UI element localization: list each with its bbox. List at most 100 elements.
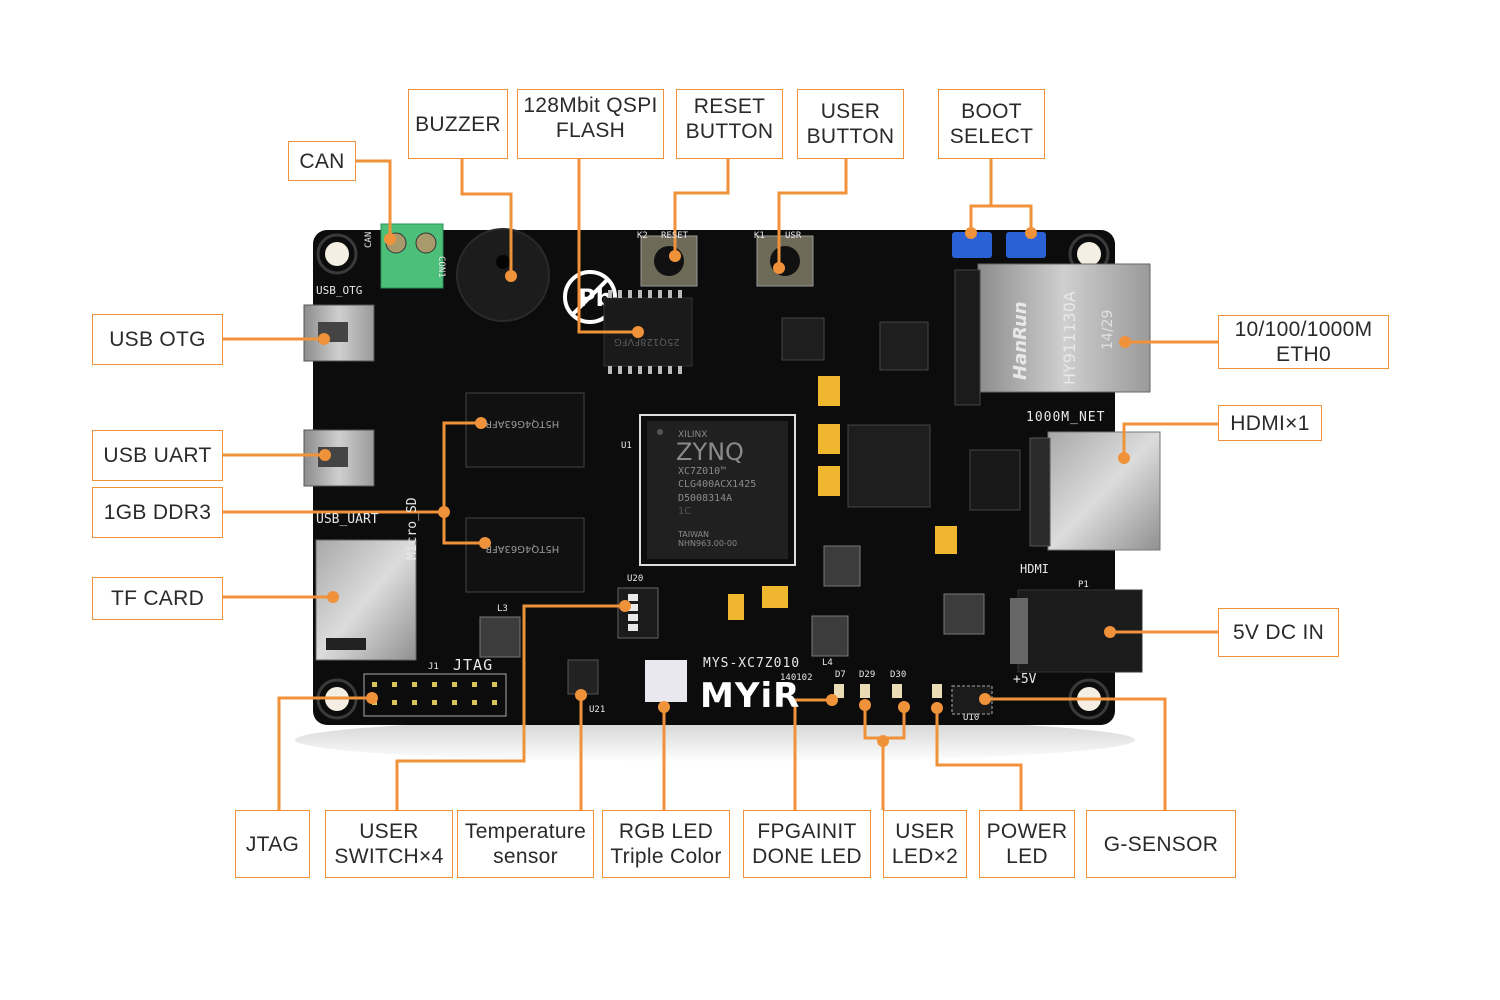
- callout-reset-line2: BUTTON: [685, 120, 774, 143]
- callout-g-sensor: G-SENSOR: [1086, 810, 1236, 878]
- callout-jtag: JTAG: [235, 810, 310, 878]
- silk-micro-sd: Micro_SD: [405, 497, 420, 560]
- usb-uart-connector: [303, 429, 375, 487]
- silk-5v: +5V: [1013, 672, 1037, 687]
- buzzer: [456, 228, 550, 322]
- callout-rgb-line2: Triple Color: [610, 845, 722, 868]
- callout-usb-uart: USB UART: [92, 430, 223, 481]
- silk-u1: U1: [621, 441, 632, 451]
- silk-usr: USR: [785, 231, 802, 241]
- silk-k1: K1: [754, 231, 765, 241]
- callout-qspi-flash-line2: FLASH: [555, 119, 626, 142]
- silk-con1: CON1: [436, 256, 446, 278]
- callout-hdmi: HDMI×1: [1218, 405, 1322, 441]
- rj45-part: HY911130A: [1060, 291, 1079, 385]
- silk-net: 1000M_NET: [1026, 410, 1106, 425]
- silk-hdmi: HDMI: [1020, 562, 1049, 576]
- callout-buzzer: BUZZER: [408, 89, 508, 159]
- soc-vendor: XILINX: [678, 430, 708, 440]
- silk-u20: U20: [627, 574, 644, 584]
- callout-jtag-text: JTAG: [245, 832, 300, 856]
- tantalum-capacitors: [728, 376, 957, 620]
- usb-otg-connector: [303, 304, 375, 362]
- callout-eth0-line1: 10/100/1000M: [1234, 318, 1373, 341]
- connector-dots: [318, 227, 1131, 747]
- soc-origin: TAIWAN: [678, 530, 710, 539]
- soc-package: CLG400ACX1425: [678, 479, 757, 490]
- callout-boot-line1: BOOT: [961, 100, 1022, 123]
- line-jtag: [277, 696, 372, 810]
- line-fpga-done: [793, 698, 832, 810]
- callout-buzzer-text: BUZZER: [415, 112, 501, 136]
- usb-phy: [781, 317, 825, 361]
- silk-j1: J1: [428, 662, 439, 672]
- callout-usb-uart-text: USB UART: [103, 444, 212, 467]
- silk-d30: D30: [890, 670, 907, 680]
- soc-part: XC7Z010™: [678, 466, 727, 477]
- line-user-switch: [395, 604, 625, 810]
- dram2-marking: H5TQ4G63AFR: [485, 543, 560, 554]
- line-hdmi: [1122, 422, 1218, 458]
- line-ddr3: [222, 421, 481, 514]
- soc-lot: D5008314A: [678, 493, 733, 504]
- callout-user-led-line1: USER: [895, 820, 955, 843]
- callout-dc-in: 5V DC IN: [1218, 608, 1339, 657]
- callout-usb-otg-text: USB OTG: [109, 328, 206, 351]
- uart-bridge: [879, 321, 929, 371]
- callout-rgb-line1: RGB LED: [618, 820, 714, 843]
- hdmi-transmitter: [969, 449, 1021, 511]
- dram1-marking: H5TQ4G63AFR: [485, 418, 560, 429]
- soc-code: NHN963.00-00: [678, 539, 738, 548]
- callout-fpga-line2: DONE LED: [752, 845, 862, 868]
- silk-can: CAN: [364, 231, 374, 248]
- callout-reset-line1: RESET: [693, 95, 766, 118]
- line-user-button: [777, 158, 848, 268]
- silk-p1: P1: [1078, 580, 1089, 590]
- callout-can: CAN: [288, 141, 356, 181]
- ddr3-chip-1: [465, 392, 585, 468]
- line-ddr3-2: [442, 512, 485, 545]
- callout-qspi-flash-line1: 128Mbit QSPI: [523, 94, 658, 117]
- indicator-leds: [834, 684, 942, 698]
- silk-d29: D29: [859, 670, 876, 680]
- silk-d7: D7: [835, 670, 846, 680]
- callout-power-line2: LED: [1006, 845, 1048, 868]
- line-g-sensor: [985, 697, 1167, 810]
- reset-button-switch: [640, 235, 698, 287]
- callout-boot-line2: SELECT: [949, 125, 1034, 148]
- line-boot-2: [991, 204, 1033, 233]
- line-boot: [969, 158, 993, 233]
- rj45-brand: HanRun: [1010, 301, 1031, 380]
- flash-marking: 25Q128FVFG: [614, 336, 680, 347]
- callout-user-button-line1: USER: [820, 100, 881, 123]
- line-reset: [673, 158, 730, 256]
- board-shadow: [295, 718, 1135, 762]
- callout-ddr3: 1GB DDR3: [92, 487, 223, 538]
- silk-u21: U21: [589, 705, 606, 715]
- callout-user-switch-line2: SWITCH×4: [334, 845, 444, 868]
- callout-temp-line1: Temperature: [464, 820, 587, 843]
- silk-usb-otg: USB_OTG: [316, 284, 363, 297]
- temperature-sensor-chip: [567, 659, 599, 695]
- hdmi-port: [1029, 431, 1161, 551]
- myir-logo: MYiR: [700, 676, 801, 716]
- rj45-date: 14/29: [1100, 309, 1116, 350]
- callout-user-button-line2: BUTTON: [806, 125, 895, 148]
- silk-usb-uart: USB_UART: [316, 512, 379, 527]
- callout-dc-in-text: 5V DC IN: [1232, 621, 1325, 644]
- callout-fpga-line1: FPGAINIT: [757, 820, 857, 843]
- silk-reset: RESET: [661, 231, 689, 241]
- inductors: [479, 545, 985, 658]
- line-buzzer: [460, 158, 513, 276]
- soc-grade: 1C: [678, 506, 692, 517]
